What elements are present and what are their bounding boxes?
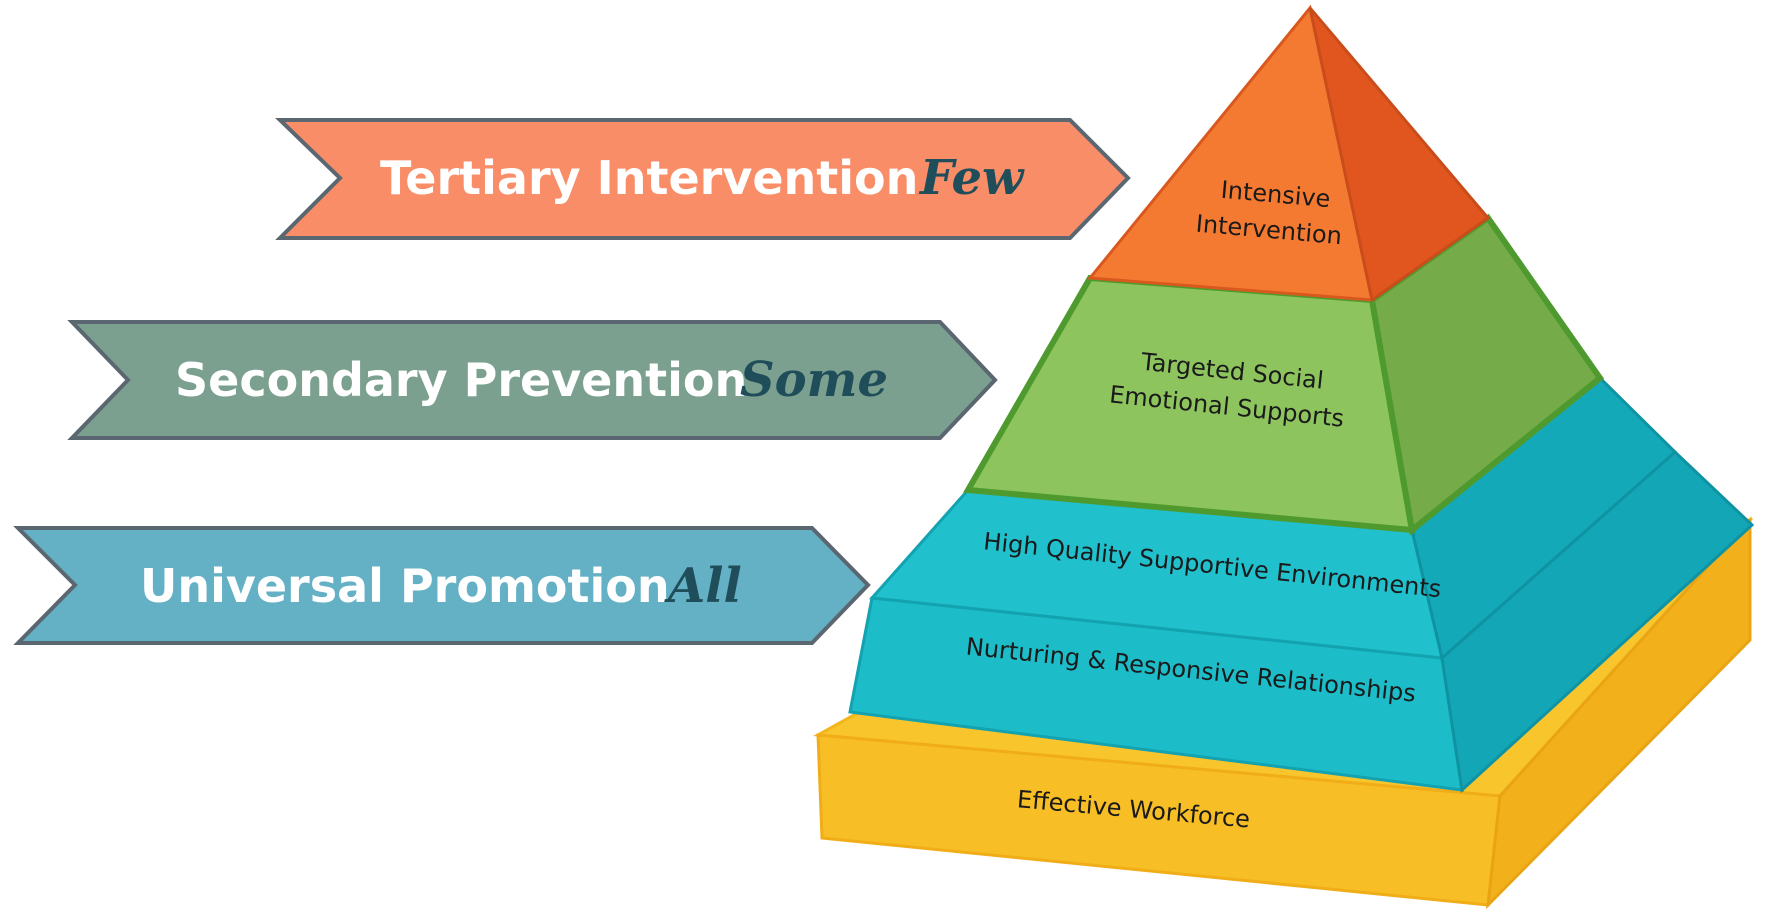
- banner-universal-shape: [13, 526, 871, 645]
- banner-secondary-label: Secondary Prevention: [175, 353, 747, 407]
- pyramid-base-lower: Nurturing & Responsive Relationships: [848, 449, 1755, 794]
- pyramid-middle: Targeted Social Emotional Supports: [963, 213, 1605, 536]
- banner-secondary-word: Some: [740, 352, 888, 408]
- banner-universal-label: Universal Promotion: [140, 559, 670, 613]
- banner-tertiary-word: Few: [918, 150, 1025, 206]
- banner-tertiary-label: Tertiary Intervention: [380, 151, 918, 205]
- top-side: [1308, 7, 1491, 303]
- banner-universal-word: All: [664, 558, 742, 614]
- banner-secondary-shape: [67, 320, 998, 440]
- banner-tertiary: Tertiary Intervention Few: [275, 118, 1131, 240]
- foundation-side-face: [1486, 516, 1752, 910]
- pyramid-top: Intensive Intervention: [1087, 4, 1491, 303]
- banner-secondary: Secondary Prevention Some: [67, 320, 998, 440]
- pyramid-base-upper: High Quality Supportive Environments: [868, 375, 1678, 661]
- banner-tertiary-shape: [275, 118, 1131, 240]
- banner-universal: Universal Promotion All: [13, 526, 871, 645]
